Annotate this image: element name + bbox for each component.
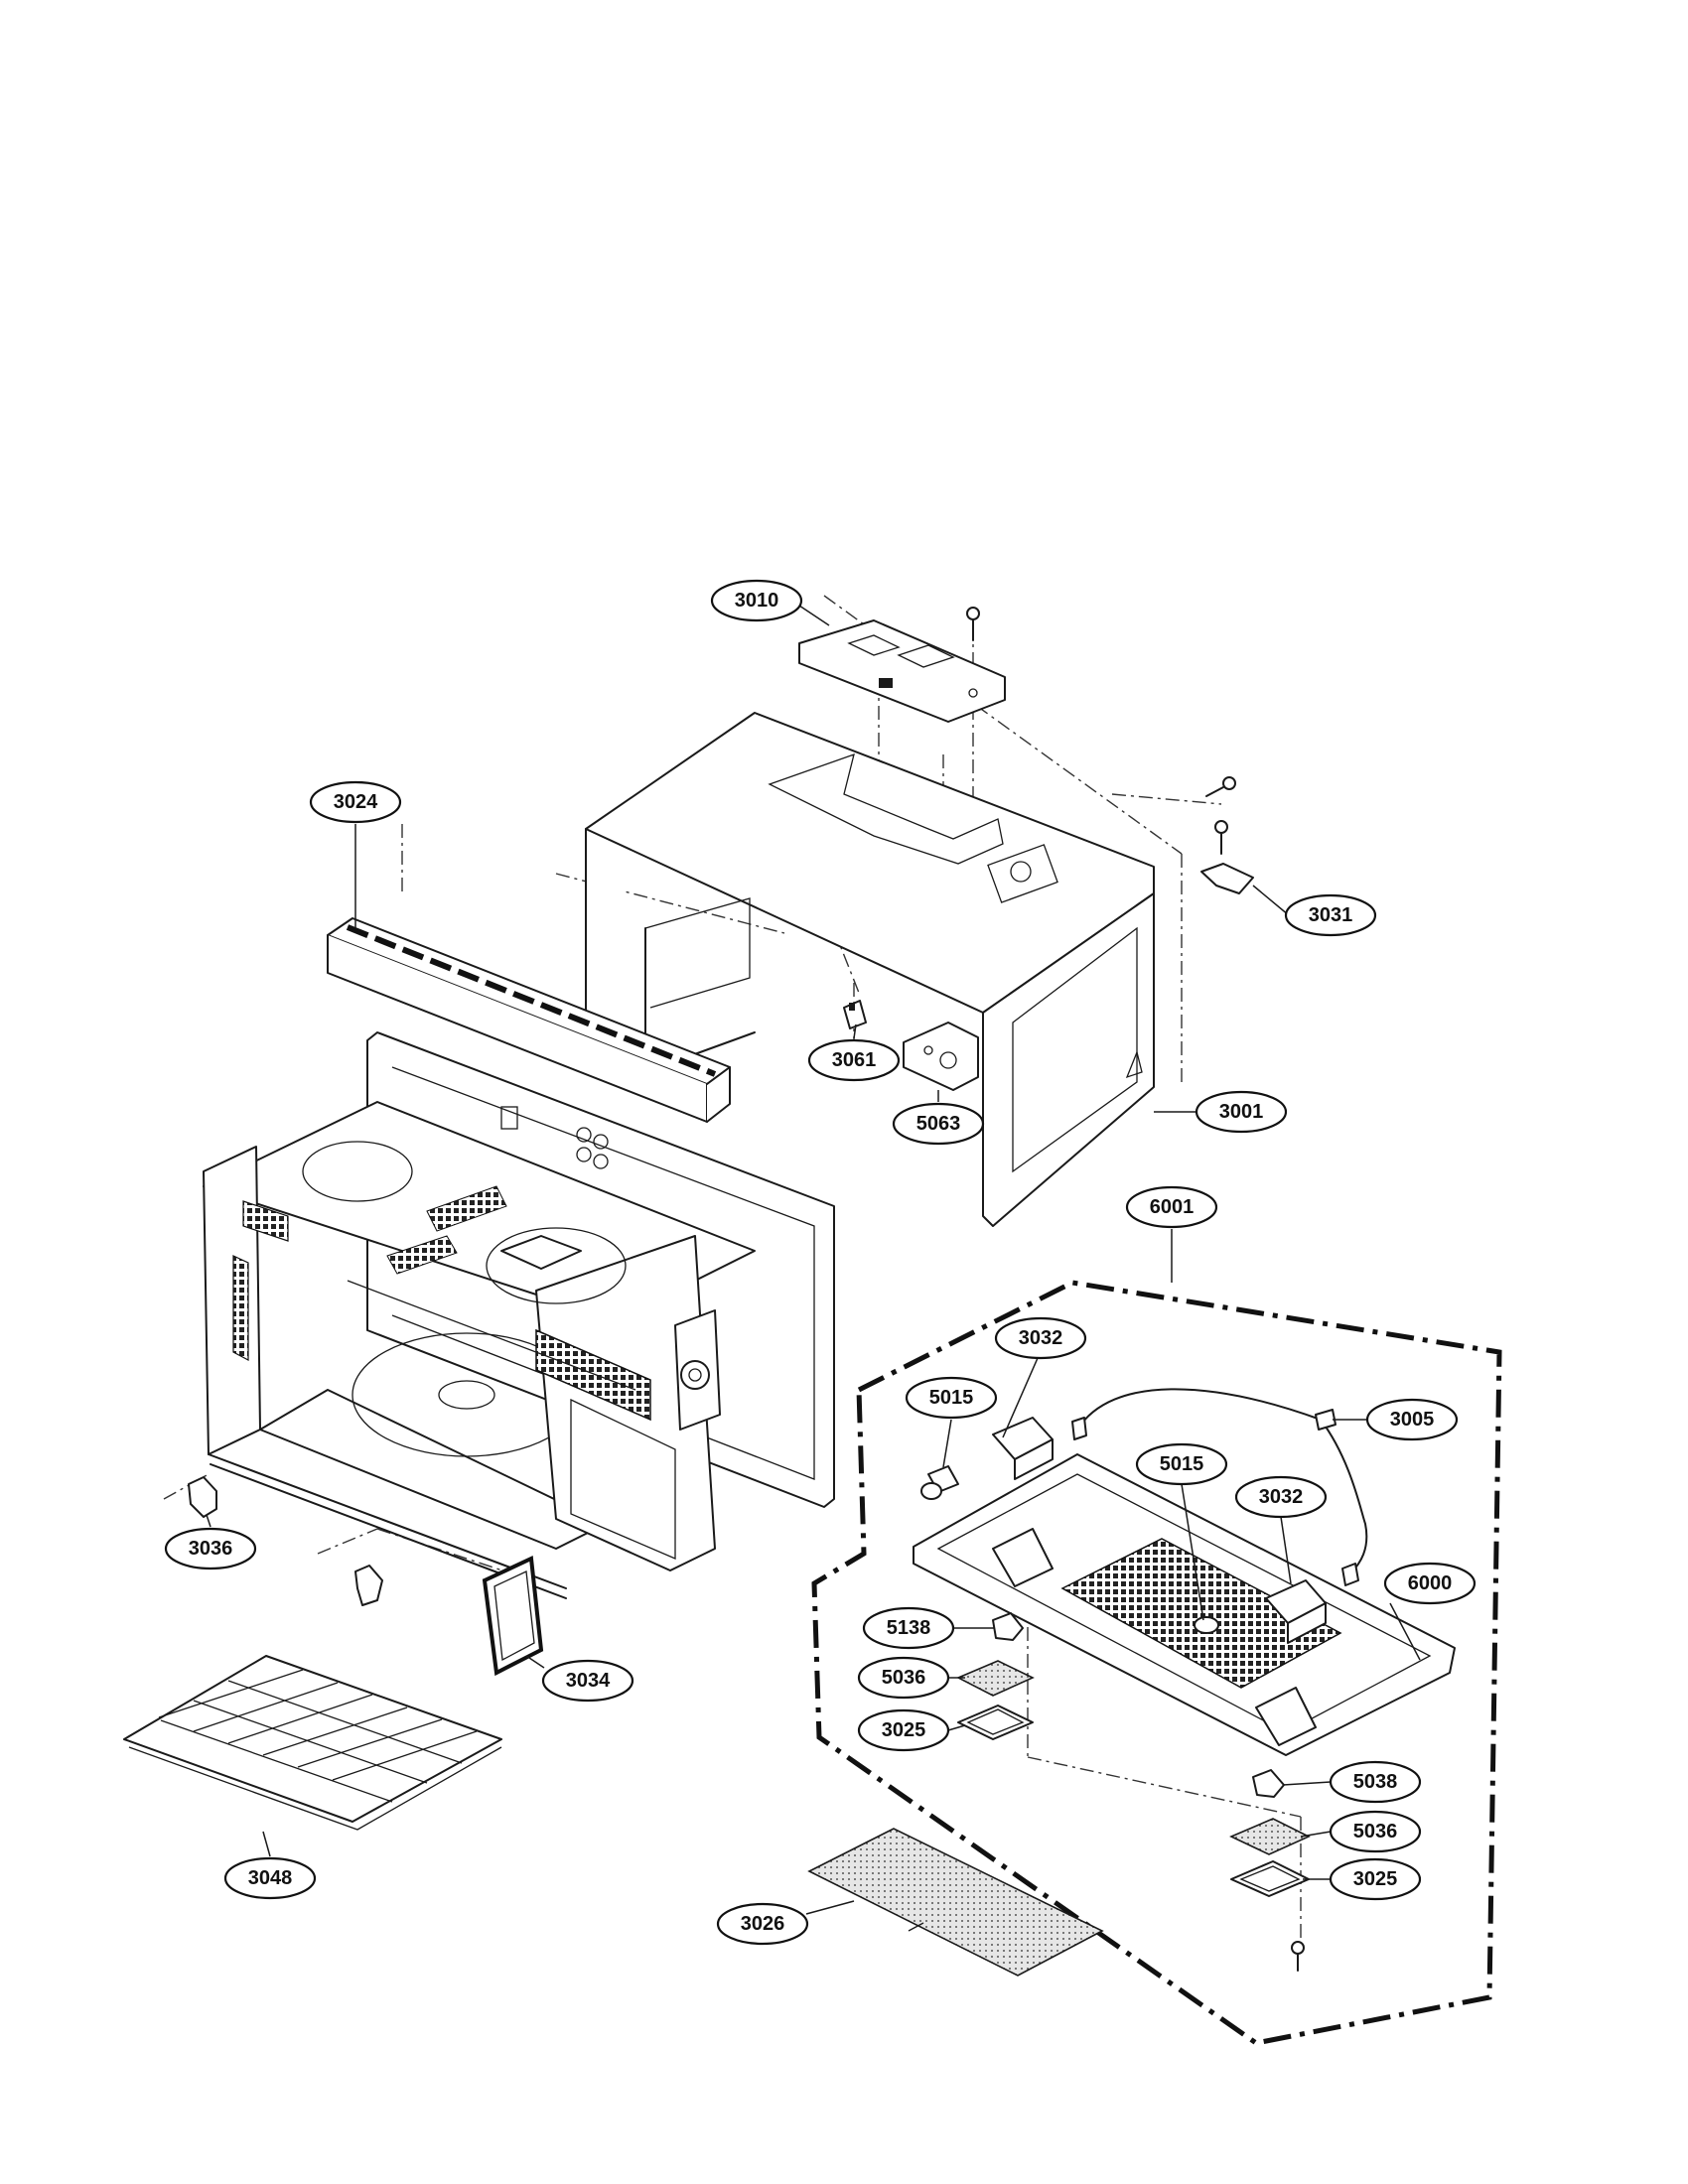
leader-lines [206, 605, 1421, 1915]
label-3024-text: 3024 [334, 791, 378, 813]
part-3025-cover-b [1230, 1860, 1310, 1897]
label-6000-text: 6000 [1408, 1572, 1453, 1594]
oven-cavity-chassis [203, 1031, 835, 1599]
label-5063: 5063 [892, 1102, 985, 1146]
label-5063-text: 5063 [916, 1113, 961, 1135]
part-3026-grease-filter [807, 1828, 1104, 1977]
label-3036-text: 3036 [189, 1538, 233, 1560]
label-6001-text: 6001 [1150, 1196, 1195, 1218]
label-5036-b-text: 5036 [1353, 1821, 1398, 1843]
label-3061-text: 3061 [832, 1049, 877, 1071]
label-3026-text: 3026 [741, 1913, 785, 1935]
part-3024-vent-grille [327, 917, 731, 1123]
label-5036-a-text: 5036 [882, 1667, 926, 1689]
label-3034: 3034 [541, 1659, 634, 1703]
label-3031: 3031 [1284, 893, 1377, 937]
label-3025-b: 3025 [1329, 1857, 1422, 1901]
label-3010-text: 3010 [735, 590, 779, 612]
label-3036: 3036 [164, 1527, 257, 1570]
part-3032-lamp-cover-b [1265, 1579, 1327, 1644]
part-3025-cover-a [957, 1705, 1034, 1740]
label-3024: 3024 [309, 780, 402, 824]
part-3036-latch [188, 1476, 217, 1518]
part-5036-lens-b [1229, 1818, 1311, 1855]
label-3001-text: 3001 [1219, 1101, 1264, 1123]
label-3048-text: 3048 [248, 1867, 293, 1889]
part-6000-bottom-panel [913, 1453, 1456, 1756]
label-3032-b-text: 3032 [1259, 1486, 1304, 1508]
part-3034-frame [482, 1556, 544, 1677]
label-5036-a: 5036 [857, 1656, 950, 1700]
label-3005: 3005 [1365, 1398, 1459, 1441]
assembly-6001-boundary [811, 1280, 1502, 2046]
label-5038-text: 5038 [1353, 1771, 1398, 1793]
label-5138-text: 5138 [887, 1617, 931, 1639]
label-5015-b: 5015 [1135, 1442, 1228, 1486]
label-6000: 6000 [1383, 1562, 1477, 1605]
part-5038-lamp-socket [1252, 1769, 1285, 1798]
label-3005-text: 3005 [1390, 1409, 1435, 1431]
part-3001-outer-case [585, 712, 1155, 1227]
part-3010-bracket [798, 619, 1006, 723]
label-3061: 3061 [807, 1038, 901, 1082]
label-6001: 6001 [1125, 1185, 1218, 1229]
label-5015-b-text: 5015 [1160, 1453, 1204, 1475]
label-5036-b: 5036 [1329, 1810, 1422, 1853]
screw-lower [1291, 1941, 1305, 1972]
part-5015-bulb-a [920, 1465, 959, 1500]
part-3061-switch [843, 1000, 867, 1029]
part-3048-oven-rack [123, 1655, 502, 1831]
part-5138-lamp-socket [992, 1612, 1024, 1641]
part-3032-lamp-cover-a [992, 1417, 1054, 1480]
label-5138: 5138 [862, 1606, 955, 1650]
label-3026: 3026 [716, 1902, 809, 1946]
latch-small [354, 1565, 383, 1606]
label-3048: 3048 [223, 1856, 317, 1900]
part-3005-wire-harness [1071, 1388, 1368, 1586]
label-3032-b: 3032 [1234, 1475, 1328, 1519]
part-3031-bracket [1200, 863, 1254, 894]
label-3032-a-text: 3032 [1019, 1327, 1063, 1349]
label-5015-a-text: 5015 [929, 1387, 974, 1409]
label-3031-text: 3031 [1309, 904, 1353, 926]
label-5038: 5038 [1329, 1760, 1422, 1804]
label-5015-a: 5015 [905, 1376, 998, 1420]
label-3001: 3001 [1195, 1090, 1288, 1134]
label-3010: 3010 [710, 579, 803, 622]
part-5015-bulb-b [1194, 1616, 1219, 1634]
label-3032-a: 3032 [994, 1316, 1087, 1360]
label-3034-text: 3034 [566, 1670, 611, 1692]
part-5063-plate [903, 1022, 979, 1091]
label-3025-a-text: 3025 [882, 1719, 926, 1741]
label-3025-b-text: 3025 [1353, 1868, 1398, 1890]
part-5036-lens-a [956, 1660, 1035, 1697]
label-3025-a: 3025 [857, 1708, 950, 1752]
